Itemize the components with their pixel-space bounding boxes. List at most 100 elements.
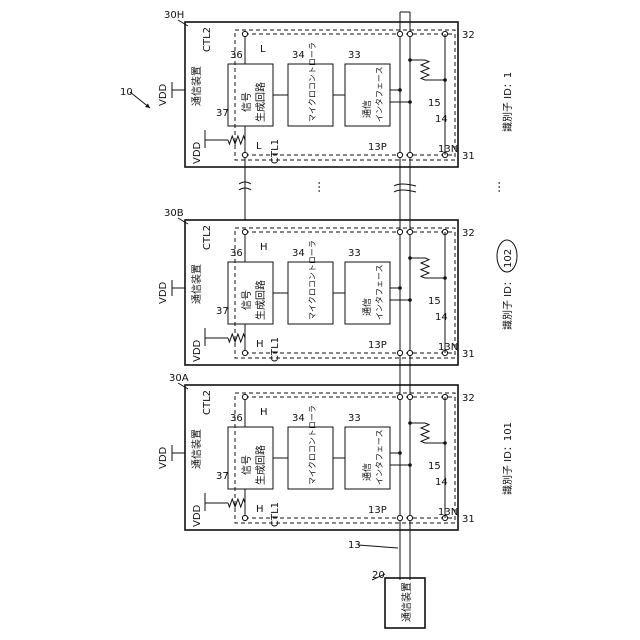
resistor-zigzag [228, 334, 245, 342]
figure-ref-arrow [130, 92, 150, 108]
identifier-label: 識別子 ID： [501, 276, 514, 330]
ctl2-terminal [242, 31, 247, 36]
junction-node [443, 78, 447, 82]
termination-resistor-14 [421, 60, 429, 80]
resistor-zigzag [228, 136, 245, 144]
device-box [185, 22, 458, 167]
resistor-14-label: 14 [435, 477, 448, 488]
ellipsis: … [489, 181, 503, 193]
ctl2-label: CTL2 [202, 225, 213, 250]
junction-node [408, 298, 412, 302]
terminal-32-label: 32 [462, 228, 475, 239]
junction-node [408, 58, 412, 62]
junction-node [408, 421, 412, 425]
ctl2-level: L [260, 44, 266, 55]
comm-interface-ref: 33 [348, 248, 361, 259]
line-13p-label: 13P [368, 340, 387, 351]
ctl1-terminal [242, 350, 247, 355]
junction-node [398, 451, 402, 455]
ctl1-label: CTL1 [270, 139, 281, 164]
junction-node [408, 463, 412, 467]
pullup-resistor-37 [228, 334, 245, 342]
signal-gen-label: 信号 [241, 92, 253, 112]
signal-gen-label: 生成回路 [254, 445, 267, 485]
vdd-label: VDD [158, 281, 169, 304]
ctl2-terminal [242, 229, 247, 234]
vdd-label: VDD [158, 446, 169, 469]
microcontroller-ref: 34 [292, 413, 305, 424]
vdd-label: VDD [192, 504, 203, 527]
device-box [185, 385, 458, 530]
line-13p-label: 13P [368, 142, 387, 153]
master-device-20: 通信装置2013 [348, 540, 425, 628]
microcontroller-ref: 34 [292, 248, 305, 259]
ctl2-level: H [260, 407, 268, 418]
break-mark [394, 184, 416, 186]
device-ref-label: 30A [169, 373, 189, 384]
resistor-zigzag [421, 60, 429, 80]
resistor-15-label: 15 [428, 98, 441, 109]
comm-interface-ref: 33 [348, 50, 361, 61]
ctl2-level: H [260, 242, 268, 253]
termination-resistor-14 [421, 258, 429, 278]
vdd-label: VDD [192, 141, 203, 164]
terminal-31-label: 31 [462, 514, 475, 525]
master-device-label: 通信装置 [400, 582, 413, 622]
comm-interface-label: 通信 [361, 298, 373, 316]
terminal-31-label: 31 [462, 349, 475, 360]
ctl1-level: H [256, 339, 264, 350]
ctl2-label: CTL2 [202, 27, 213, 52]
ctl1-label: CTL1 [270, 337, 281, 362]
vdd-label: VDD [158, 83, 169, 106]
device-30a: 3231151413N13P通信インタフェース33マイクロコントローラ34信号生… [158, 373, 514, 530]
device-name-label: 通信装置 [190, 66, 203, 106]
signal-gen-ref: 36 [230, 50, 243, 61]
comm-interface-label: インタフェース [375, 264, 384, 320]
ctl1-terminal [242, 515, 247, 520]
signal-gen-label: 信号 [241, 290, 253, 310]
ctl2-label: CTL2 [202, 390, 213, 415]
resistor-zigzag [421, 423, 429, 443]
microcontroller-label: マイクロコントローラ [308, 405, 317, 485]
device-name-label: 通信装置 [190, 264, 203, 304]
comm-interface-label: インタフェース [375, 66, 384, 122]
signal-gen-label: 生成回路 [254, 280, 267, 320]
bus-terminal [397, 394, 402, 399]
bus-terminal [407, 394, 412, 399]
junction-node [408, 256, 412, 260]
comm-interface-label: インタフェース [375, 429, 384, 485]
identifier-label: 識別子 ID：101 [501, 422, 514, 495]
line-13n-label: 13N [438, 507, 458, 518]
ref-leader [358, 545, 398, 548]
bus-terminal [397, 515, 402, 520]
bus-terminal [407, 31, 412, 36]
resistor-15-label: 15 [428, 296, 441, 307]
bus-terminal [407, 350, 412, 355]
comm-interface-label: 通信 [361, 463, 373, 481]
microcontroller-label: マイクロコントローラ [308, 240, 317, 320]
signal-gen-label: 生成回路 [254, 82, 267, 122]
vdd-label: VDD [192, 339, 203, 362]
signal-gen-label: 信号 [241, 455, 253, 475]
device-30h: 3231151413N13P通信インタフェース33マイクロコントローラ34信号生… [158, 10, 514, 167]
resistor-37-label: 37 [216, 108, 229, 119]
line-13n-label: 13N [438, 342, 458, 353]
resistor-zigzag [421, 258, 429, 278]
ctl1-label: CTL1 [270, 502, 281, 527]
resistor-37-label: 37 [216, 306, 229, 317]
break-mark [394, 190, 416, 192]
termination-resistor-14 [421, 423, 429, 443]
terminal-32-label: 32 [462, 393, 475, 404]
bus-terminal [407, 515, 412, 520]
junction-node [398, 286, 402, 290]
ctl1-terminal [242, 152, 247, 157]
junction-node [398, 88, 402, 92]
bus-terminal [397, 152, 402, 157]
terminal-31-label: 31 [462, 151, 475, 162]
microcontroller-ref: 34 [292, 50, 305, 61]
resistor-37-label: 37 [216, 471, 229, 482]
junction-node [443, 441, 447, 445]
comm-interface-label: 通信 [361, 100, 373, 118]
signal-gen-ref: 36 [230, 248, 243, 259]
